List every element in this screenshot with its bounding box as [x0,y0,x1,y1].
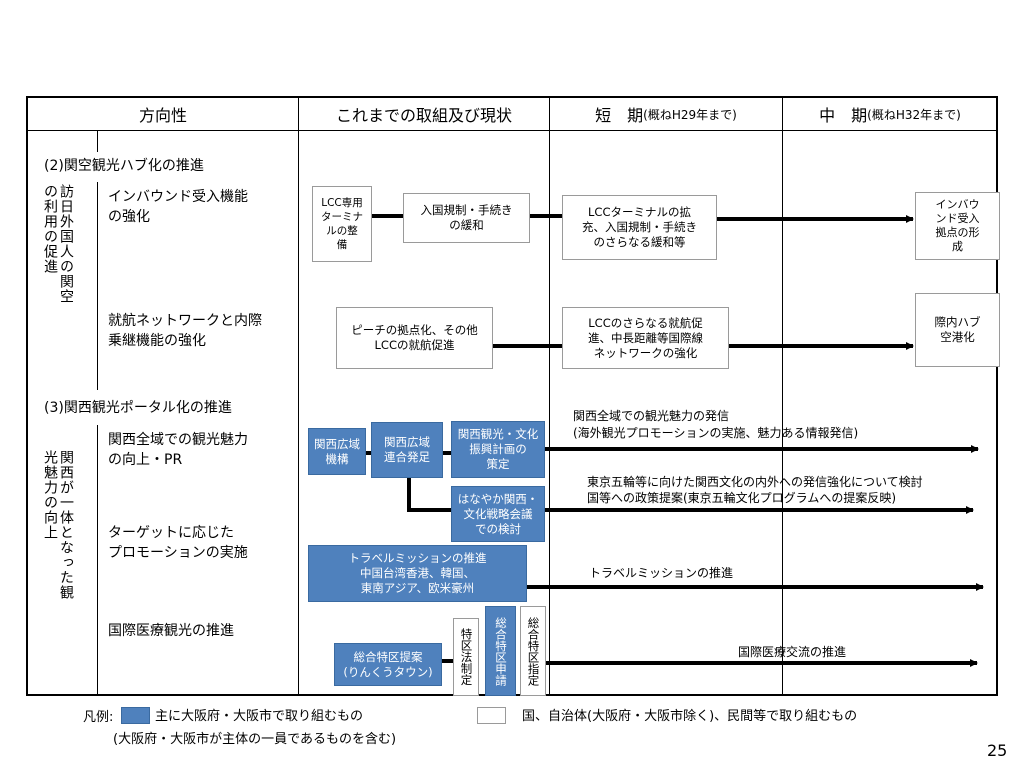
subcolumn-divider-sec2 [97,182,98,390]
header-mid-term: 中 期(概ねH32年まで) [819,106,961,125]
legend-white-text: 国、自治体(大阪府・大阪市除く)、民間等で取り組むもの [522,709,858,724]
box-immigration: 入国規制・手続きの緩和 [403,193,530,243]
legend-blue-text: 主に大阪府・大阪市で取り組むもの [155,709,364,724]
note-travel: トラベルミッションの推進 [589,566,734,580]
header-direction: 方向性 [138,106,187,125]
box-zone-law: 特区法制定 [453,618,479,696]
section2-title: (2)関空観光ハブ化の推進 [44,158,204,174]
column-divider-1 [298,98,299,695]
note-attraction-1: 関西全域での観光魅力の発信 [573,409,730,423]
box-travel-mission: トラベルミッションの推進中国台湾香港、韓国、東南アジア、欧米豪州 [308,545,527,602]
section3-title: (3)関西観光ポータル化の推進 [44,400,232,416]
legend-blue-subtext: (大阪府・大阪市が主体の一員であるものを含む) [113,732,397,747]
connector-union-hanayaka [407,478,451,512]
box-kansai-union: 関西広域連合発足 [371,422,443,478]
section3-vertical-heading: 関西が一体となった観光魅力の向上 [42,450,74,600]
section2-item-network: 就航ネットワークと内際乗継機能の強化 [108,313,262,349]
box-zone-apply: 総合特区申請 [485,606,516,696]
subcolumn-divider-sec3 [97,425,98,695]
box-kansai-org: 関西広域機構 [308,428,366,475]
section3-item-attraction: 関西全域での観光魅力の向上・PR [108,432,248,468]
note-attraction-2: (海外観光プロモーションの実施、魅力ある情報発信) [573,426,859,440]
header-divider [27,130,998,131]
box-inbound-base: インバウンド受入拠点の形成 [915,192,1000,260]
legend-label: 凡例: [83,710,114,725]
box-kansai-plan: 関西観光・文化振興計画の策定 [451,421,545,478]
note-olympics-1: 東京五輪等に向けた関西文化の内外への発信強化について検討 [587,475,923,489]
section2-vertical-heading: 訪日外国人の関空の利用の促進 [42,184,74,304]
box-lcc-expand: LCCターミナルの拡充、入国規制・手続きのさらなる緩和等 [562,195,717,260]
subcolumn-divider-top [97,130,98,152]
column-divider-3 [782,98,783,695]
page-number: 25 [987,741,1008,760]
note-olympics-2: 国等への政策提案(東京五輪文化プログラムへの提案反映) [587,491,897,505]
box-lcc-terminal: LCC専用ターミナルの整備 [312,186,372,262]
box-hanayaka: はなやか関西・文化戦略会議での検討 [451,486,545,542]
section3-item-promotion: ターゲットに応じたプロモーションの実施 [108,525,248,561]
section2-item-inbound: インバウンド受入機能の強化 [108,189,248,225]
box-special-zone: 総合特区提案(りんくうタウン) [334,643,442,686]
note-medical: 国際医療交流の推進 [738,645,847,659]
header-current: これまでの取組及び現状 [335,106,512,125]
header-short-term: 短 期(概ねH29年まで) [595,106,737,125]
box-hub: 際内ハブ空港化 [915,293,1000,367]
box-zone-designate: 総合特区指定 [520,606,546,696]
legend-white-swatch [477,707,506,724]
section3-item-medical: 国際医療観光の推進 [108,623,234,639]
box-lcc-more: LCCのさらなる就航促進、中長距離等国際線ネットワークの強化 [562,307,729,369]
column-divider-2 [549,98,550,695]
legend-blue-swatch [121,707,150,724]
